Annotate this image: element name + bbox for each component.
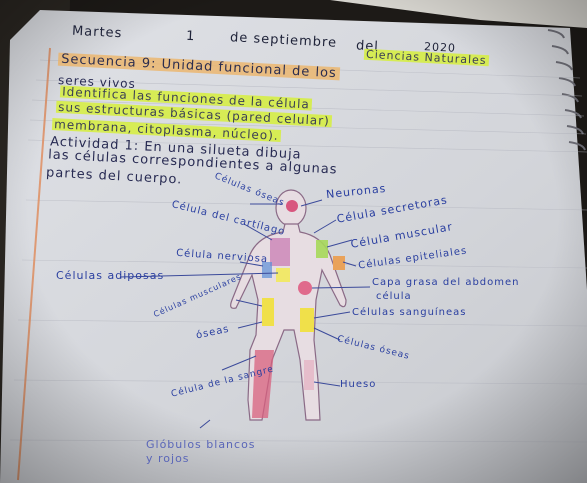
date-day: 1 — [186, 30, 196, 43]
label-capa-grasa: Capa grasa del abdomen — [372, 278, 520, 288]
label-celulas-adiposas: Células adiposas — [56, 270, 164, 281]
label-celulas-sanguineas: Células sanguíneas — [352, 308, 467, 318]
label-capa-grasa-celula: célula — [376, 292, 412, 302]
label-hueso: Hueso — [340, 380, 376, 390]
label-globulos: Glóbulos blancos y rojos — [146, 438, 256, 467]
date-day-name: Martes — [72, 25, 123, 41]
